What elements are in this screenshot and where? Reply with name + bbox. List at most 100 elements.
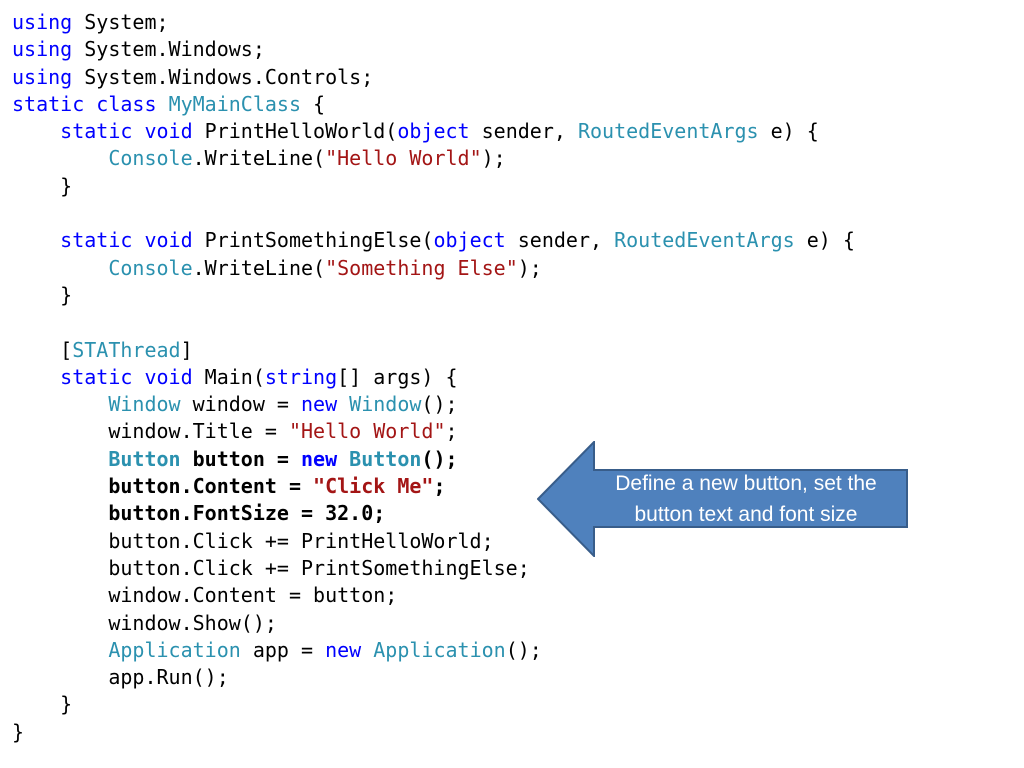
code-keyword: static [60,364,133,389]
code-type-name: MyMainClass [168,91,302,116]
code-string-literal: "Hello World" [288,419,446,444]
code-line: Application app = new Application(); [12,637,855,664]
code-text: [] args) { [337,364,458,389]
code-keyword: using [12,37,73,62]
code-text: [ [60,337,73,362]
code-text: button.Content = [108,474,314,499]
code-line: using System; [12,9,855,36]
code-string-literal: "Hello World" [325,146,482,171]
code-indent [12,256,108,280]
code-text: .WriteLine( [192,146,326,171]
code-text: sender, [505,228,615,253]
code-text [337,447,349,471]
code-line: [STAThread] [12,337,855,364]
code-line [12,309,855,336]
code-line: } [12,282,855,309]
code-text: window.Title = [108,419,289,444]
code-line: static void PrintSomethingElse(object se… [12,227,855,254]
code-line: using System.Windows.Controls; [12,64,855,91]
code-line: button.Click += PrintHelloWorld; [12,528,855,555]
code-text: ; [445,419,458,444]
code-line: static void PrintHelloWorld(object sende… [12,118,855,145]
code-text: app.Run(); [108,665,229,690]
code-indent [12,119,60,143]
code-line: using System.Windows; [12,36,855,63]
code-text: button.FontSize = 32.0; [108,501,386,526]
code-text [157,92,169,116]
code-indent [12,665,108,689]
code-text [361,638,373,662]
code-type-name: Button [108,446,181,471]
code-text [84,92,96,116]
code-text: (); [421,392,458,417]
code-type-name: RoutedEventArgs [614,228,795,253]
code-line: Button button = new Button(); [12,446,855,473]
code-keyword: new [301,392,338,417]
code-text: window = [180,392,301,417]
code-line: } [12,173,855,200]
code-type-name: Window [349,392,422,417]
code-text: e) { [758,119,819,144]
code-text: sender, [469,119,578,144]
code-text: window.Show(); [108,610,277,635]
code-keyword: using [12,64,73,89]
code-keyword: static [12,91,85,116]
code-text: button.Click += PrintSomethingElse; [108,555,530,580]
code-line [12,200,855,227]
code-text: System.Windows; [72,37,265,62]
code-indent [12,611,108,635]
code-type-name: Console [108,146,193,171]
code-indent [12,638,108,662]
code-indent [12,583,108,607]
code-keyword: object [433,228,506,253]
code-line: static void Main(string[] args) { [12,364,855,391]
code-text: (); [505,637,542,662]
code-indent [12,556,108,580]
code-keyword: new [325,637,362,662]
code-text: PrintSomethingElse( [192,228,434,253]
code-line: Console.WriteLine("Something Else"); [12,255,855,282]
code-text: (); [421,446,458,471]
code-type-name: Console [108,255,193,280]
code-line: } [12,719,855,746]
code-keyword: void [144,228,193,253]
code-line: window.Title = "Hello World"; [12,418,855,445]
code-text: ); [481,146,506,171]
code-text: System; [72,10,169,34]
code-text: } [60,173,73,198]
code-keyword: object [397,119,470,144]
code-indent [12,447,108,471]
code-indent [12,174,60,198]
code-text: button = [180,446,301,471]
callout-text: Define a new button, set the button text… [615,472,877,526]
code-indent [12,365,60,389]
code-keyword: static [60,119,133,144]
code-line: static class MyMainClass { [12,91,855,118]
callout-arrow: Define a new button, set the button text… [537,441,909,557]
code-text: } [60,692,73,717]
code-line: button.Click += PrintSomethingElse; [12,555,855,582]
code-type-name: Application [373,637,506,662]
code-type-name: RoutedEventArgs [577,119,759,144]
code-keyword: new [301,446,338,471]
callout-arrow-body [537,441,908,557]
code-line: window.Show(); [12,610,855,637]
code-type-name: Application [108,637,241,662]
code-keyword: class [96,91,157,116]
code-string-literal: "Click Me" [313,474,434,499]
code-line: button.FontSize = 32.0; [12,500,855,527]
code-keyword: void [144,364,193,389]
code-listing: using System;using System.Windows;using … [12,9,855,746]
code-line: Console.WriteLine("Hello World"); [12,145,855,172]
code-indent [12,419,108,443]
code-indent [12,501,108,525]
code-type-name: STAThread [72,337,181,362]
code-type-name: Window [108,392,181,417]
code-keyword: static [60,228,133,253]
code-keyword: void [144,119,193,144]
code-text: ); [517,255,542,280]
code-text: .WriteLine( [192,255,326,280]
code-text: PrintHelloWorld( [192,119,398,144]
code-indent [12,692,60,716]
code-text: e) { [794,228,855,253]
